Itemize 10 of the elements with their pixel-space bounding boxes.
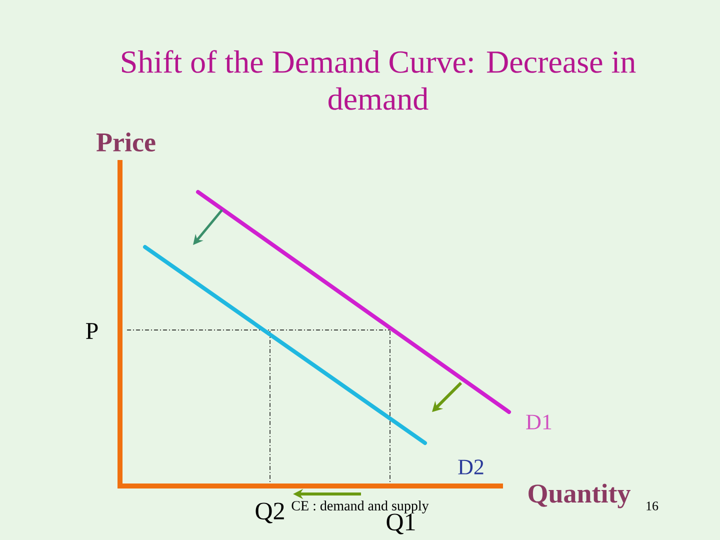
page-number: 16 <box>646 502 658 510</box>
footer-text: CE : demand and supply <box>292 500 429 514</box>
curve-label: D2 <box>458 460 484 474</box>
title: Shift of the Demand Curve: Decrease in demand <box>122 50 636 110</box>
tick-label: P <box>86 323 98 339</box>
tick-label: Q1 <box>386 514 415 534</box>
curve-label: D1 <box>526 414 552 430</box>
tick-label: Q2 <box>256 502 284 524</box>
axis-label: Price <box>96 132 156 152</box>
axis-label: Quantity <box>528 484 630 508</box>
